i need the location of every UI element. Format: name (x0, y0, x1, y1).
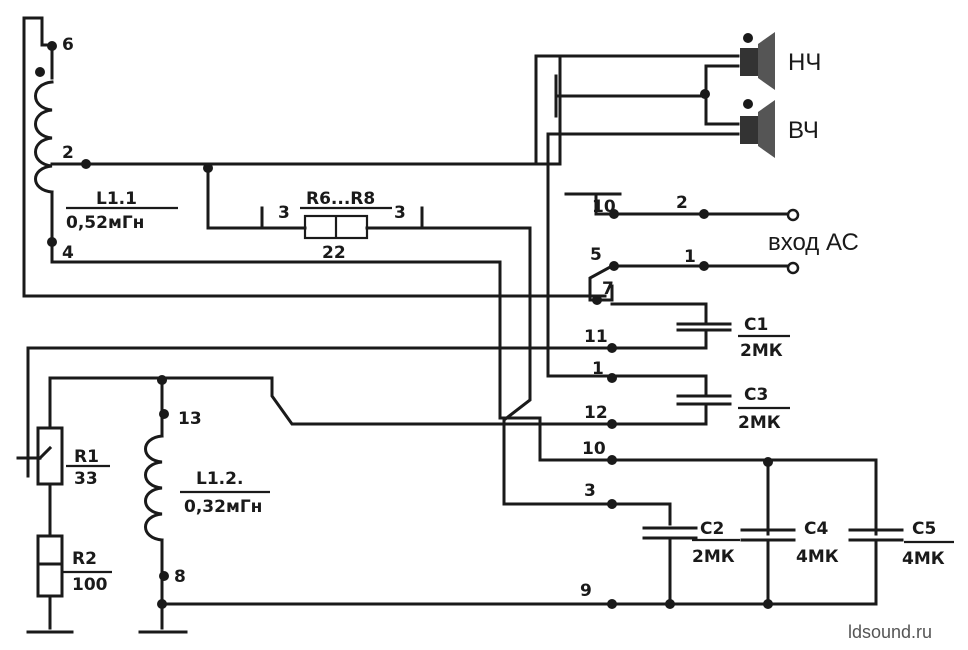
node-11 (607, 343, 617, 353)
label-p10: 10 (592, 197, 616, 217)
label-hf-speaker: ВЧ (788, 117, 819, 144)
node-9 (607, 599, 617, 609)
wire-lf-plus (534, 54, 740, 166)
speaker-lf-icon (740, 32, 775, 90)
node-1b (607, 373, 617, 383)
node-13 (159, 409, 169, 419)
node-10b (607, 455, 617, 465)
resistor-r1 (16, 376, 110, 538)
label-c1-value: 2МК (740, 341, 783, 361)
node-c2-bot (665, 599, 675, 609)
wire-hf-minus (704, 94, 740, 126)
label-l1-1: L1.1 (96, 189, 137, 209)
label-p13: 13 (178, 409, 202, 429)
node-6b (35, 67, 45, 77)
label-p3: 3 (584, 481, 596, 501)
node-6 (47, 41, 57, 51)
label-c5: C5 (912, 519, 936, 539)
wire-lf-minus (554, 64, 740, 98)
wire-outer-left (22, 16, 607, 298)
label-input: вход АС (768, 229, 859, 256)
resistor-r2 (26, 534, 112, 634)
capacitor-c2 (642, 526, 740, 606)
label-r2-value: 100 (72, 575, 108, 595)
label-p8: 8 (174, 567, 186, 587)
label-l1-1-value: 0,52мГн (66, 213, 144, 233)
label-r6-r8-value: 22 (322, 243, 346, 263)
label-lf-speaker: НЧ (788, 49, 821, 76)
label-c3-value: 2МК (738, 413, 781, 433)
capacitor-c3 (610, 374, 790, 426)
label-r1-value: 33 (74, 469, 98, 489)
node-13top (157, 375, 167, 385)
node-9left (157, 599, 167, 609)
node-7 (592, 295, 602, 305)
label-p9: 9 (580, 581, 592, 601)
label-r2: R2 (72, 549, 97, 569)
label-p1b: 1 (592, 359, 604, 379)
label-c4: C4 (804, 519, 828, 539)
label-c5-value: 4МК (902, 549, 945, 569)
label-p2: 2 (676, 193, 688, 213)
node-c4-bot (763, 599, 773, 609)
label-r1: R1 (74, 447, 99, 467)
capacitor-c4 (740, 528, 796, 606)
wire-10 (594, 192, 614, 216)
inductor-l1-2 (138, 376, 270, 634)
label-p12: 12 (584, 403, 608, 423)
node-in-2 (699, 209, 709, 219)
label-pin4: 4 (62, 243, 74, 263)
label-c2: C2 (700, 519, 724, 539)
label-p1a: 1 (684, 247, 696, 267)
label-c4-value: 4МК (796, 547, 839, 567)
label-c1: C1 (744, 315, 768, 335)
watermark: ldsound.ru (848, 622, 932, 642)
label-p11: 11 (584, 327, 608, 347)
label-l1-2: L1.2. (196, 469, 243, 489)
wire-10b (498, 260, 878, 536)
node-2 (81, 159, 91, 169)
node-in-1 (699, 261, 709, 271)
node-8 (159, 571, 169, 581)
input-terminal-1[interactable] (786, 261, 800, 275)
label-r6-r8: R6...R8 (306, 189, 375, 209)
label-pin2: 2 (62, 143, 74, 163)
label-r-right-pin: 3 (394, 203, 406, 223)
label-c3: C3 (744, 385, 768, 405)
wire-12 (48, 376, 708, 426)
speaker-hf-icon (740, 99, 775, 158)
label-pin6: 6 (62, 35, 74, 55)
node-12 (607, 419, 617, 429)
capacitor-c5 (848, 528, 954, 606)
label-p7: 7 (602, 279, 614, 299)
label-p10b: 10 (582, 439, 606, 459)
node-4 (47, 237, 57, 247)
resistor-r6-r8 (206, 166, 532, 240)
label-c2-value: 2МК (692, 547, 735, 567)
wire-3 (502, 226, 672, 526)
label-l1-2-value: 0,32мГн (184, 497, 262, 517)
inductor-l1-1 (34, 16, 562, 264)
node-3 (607, 499, 617, 509)
label-p5: 5 (590, 245, 602, 265)
node-10 (609, 209, 619, 219)
label-r-left-pin: 3 (278, 203, 290, 223)
node-speaker-common (700, 89, 710, 99)
input-terminal-2[interactable] (786, 208, 800, 222)
capacitor-c1 (610, 302, 790, 350)
wire-hf-plus (546, 132, 740, 378)
node-5 (609, 261, 619, 271)
